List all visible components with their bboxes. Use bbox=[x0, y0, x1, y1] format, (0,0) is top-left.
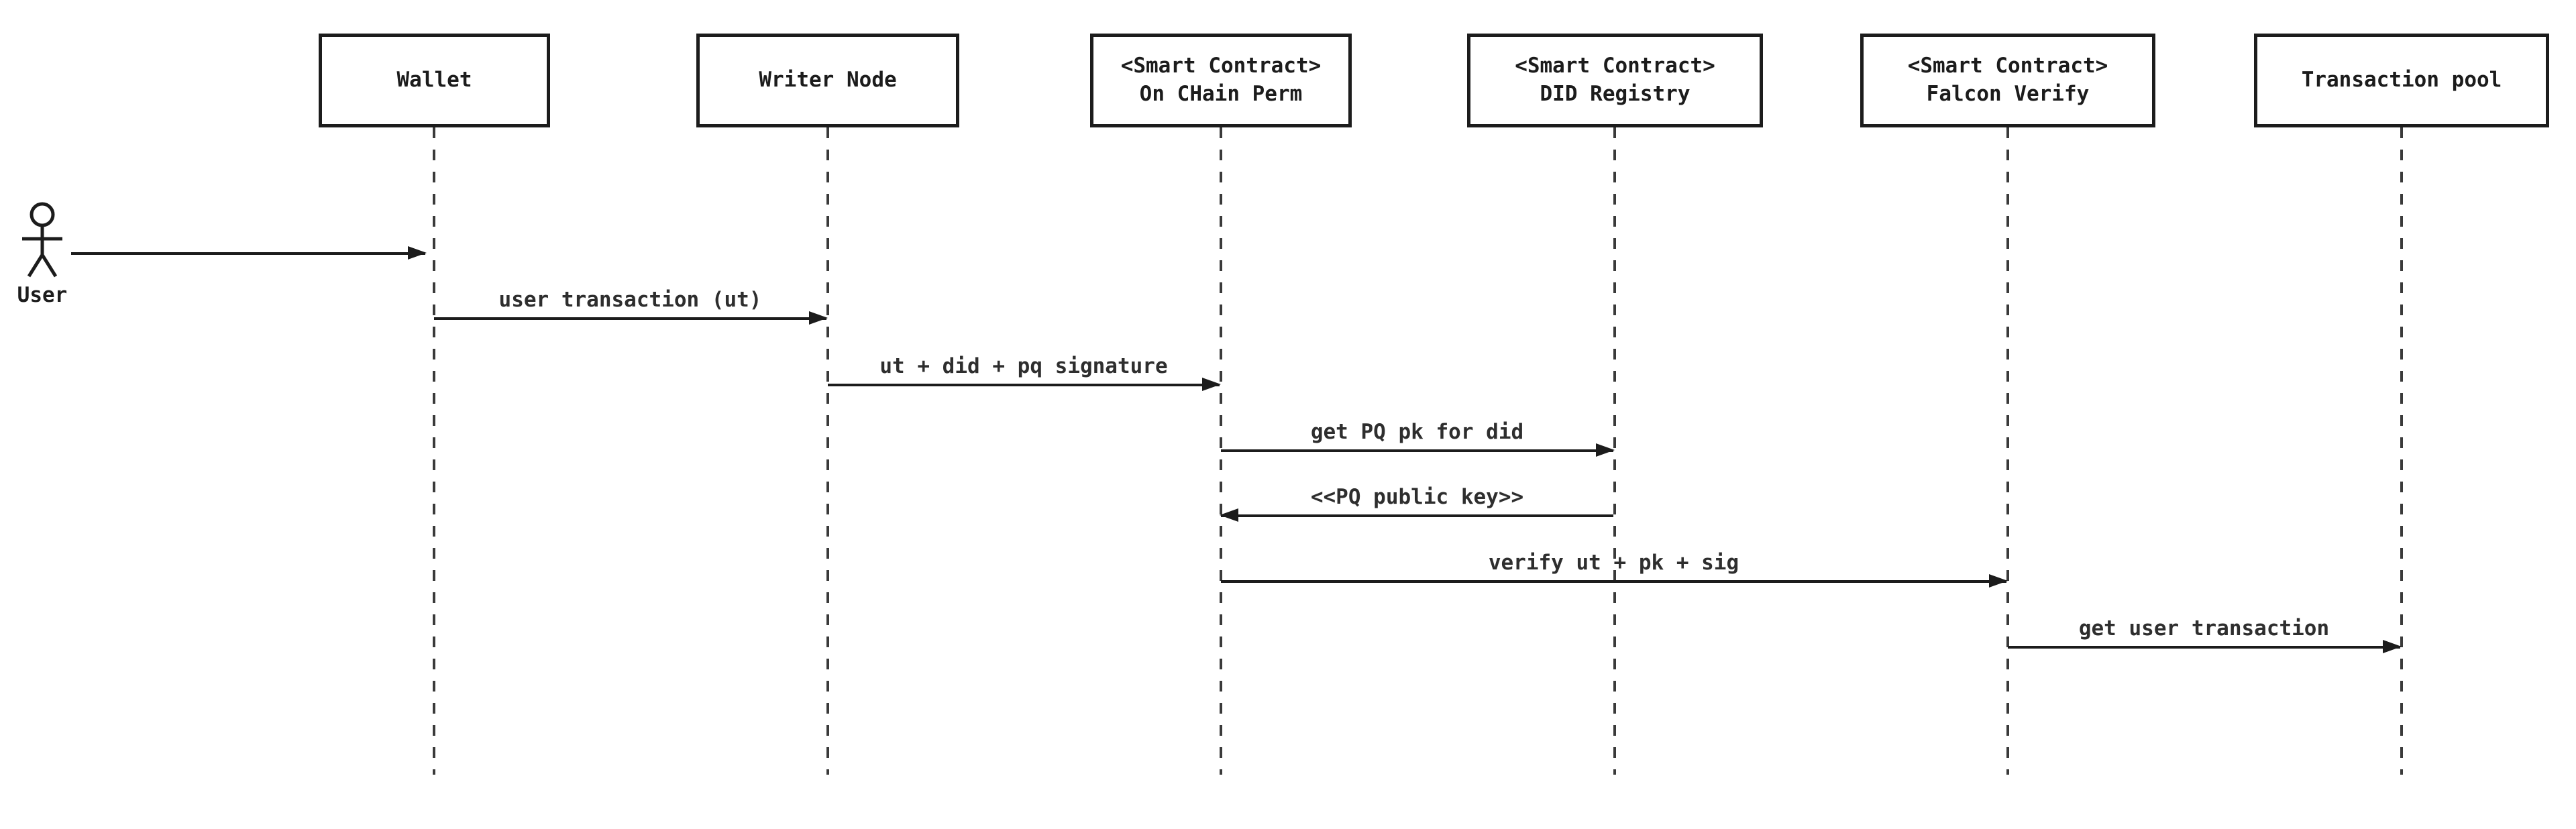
message-label: ut + did + pq signature bbox=[879, 354, 1168, 378]
arrowhead-left-icon bbox=[1220, 508, 1238, 522]
message-label: get PQ pk for did bbox=[1310, 420, 1524, 444]
participant-falcon-verify: <Smart Contract> Falcon Verify bbox=[1860, 34, 2155, 127]
participant-name: Falcon Verify bbox=[1926, 82, 2090, 106]
participant-name: Writer Node bbox=[759, 68, 897, 93]
message-line bbox=[2008, 646, 2400, 649]
message-label: <<PQ public key>> bbox=[1310, 485, 1524, 509]
participant-name: DID Registry bbox=[1540, 82, 1690, 106]
lifeline-did-registry bbox=[1613, 127, 1616, 775]
participant-name: On CHain Perm bbox=[1139, 82, 1303, 106]
arrowhead-right-icon bbox=[809, 311, 828, 325]
arrowhead-right-icon bbox=[1596, 443, 1615, 457]
message-line bbox=[1221, 514, 1613, 517]
message-line bbox=[71, 252, 425, 255]
message-line bbox=[828, 384, 1220, 386]
lifeline-transaction-pool bbox=[2400, 127, 2403, 775]
participant-stereotype: <Smart Contract> bbox=[1515, 54, 1715, 78]
participant-wallet: Wallet bbox=[319, 34, 550, 127]
participant-writer-node: Writer Node bbox=[696, 34, 959, 127]
participant-name: Transaction pool bbox=[2301, 68, 2502, 93]
message-line bbox=[434, 317, 826, 320]
participant-did-registry: <Smart Contract> DID Registry bbox=[1467, 34, 1763, 127]
message-label: user transaction (ut) bbox=[498, 288, 762, 312]
lifeline-wallet bbox=[433, 127, 435, 775]
message-label: get user transaction bbox=[2078, 616, 2330, 641]
user-actor-icon bbox=[22, 202, 62, 278]
arrowhead-right-icon bbox=[2383, 640, 2402, 653]
arrowhead-right-icon bbox=[1989, 574, 2008, 588]
message-line bbox=[1221, 449, 1613, 452]
arrowhead-right-icon bbox=[1202, 378, 1221, 391]
user-actor: User bbox=[12, 201, 72, 307]
lifeline-falcon-verify bbox=[2006, 127, 2009, 775]
arrowhead-right-icon bbox=[408, 246, 427, 260]
lifeline-writer-node bbox=[826, 127, 829, 775]
actor-label: User bbox=[17, 283, 68, 307]
participant-name: Wallet bbox=[396, 68, 472, 93]
participant-stereotype: <Smart Contract> bbox=[1907, 54, 2108, 78]
message-line bbox=[1221, 580, 2006, 583]
participant-stereotype: <Smart Contract> bbox=[1120, 54, 1322, 78]
message-label: verify ut + pk + sig bbox=[1488, 551, 1739, 575]
participant-transaction-pool: Transaction pool bbox=[2254, 34, 2549, 127]
participant-on-chain-perm: <Smart Contract> On CHain Perm bbox=[1090, 34, 1352, 127]
